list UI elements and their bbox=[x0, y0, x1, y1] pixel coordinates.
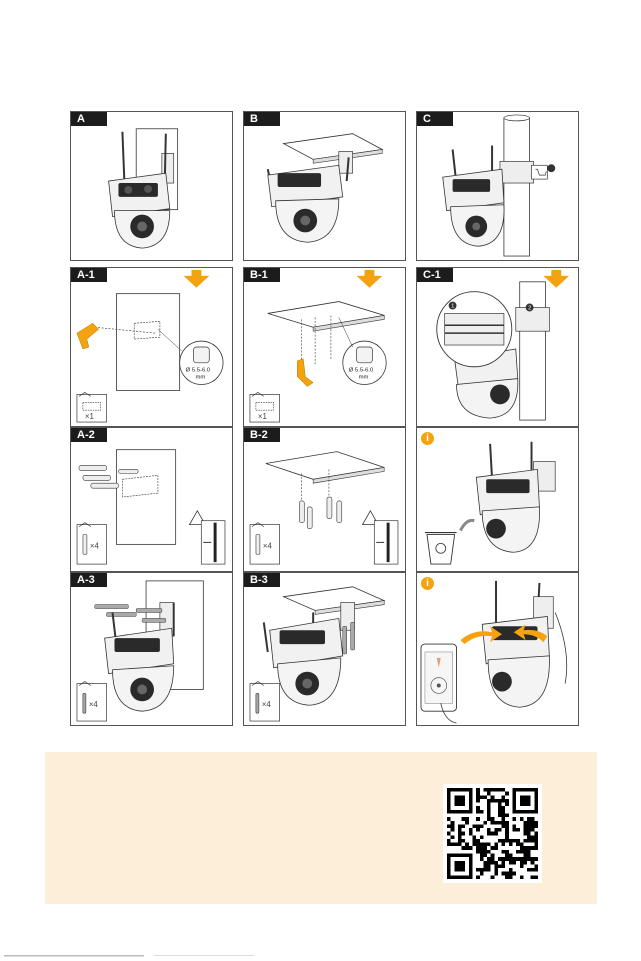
step-c-panel: C bbox=[416, 111, 579, 261]
quantity-text: ×4 bbox=[89, 700, 99, 709]
wall-anchors-illustration: ×4 bbox=[71, 428, 232, 571]
step-label: B-3 bbox=[244, 573, 280, 587]
qr-code[interactable] bbox=[443, 784, 542, 883]
step-label: A-2 bbox=[71, 428, 107, 442]
step-b-panel: B bbox=[243, 111, 406, 261]
app-adjust-illustration bbox=[417, 573, 578, 725]
drill-size-text: Ø 5.5-6.0 bbox=[186, 368, 211, 374]
step-label: A-1 bbox=[71, 268, 107, 282]
ceiling-anchors-illustration: ×4 bbox=[244, 428, 405, 571]
step-b3-panel: B-3 ×4 bbox=[243, 572, 406, 726]
step-label: B-1 bbox=[244, 268, 280, 282]
step-a2-panel: A-2 ×4 bbox=[70, 427, 233, 572]
pole-mount-camera-illustration bbox=[417, 112, 578, 260]
step-b1-panel: B-1 Ø 5.5-6.0 mm ×1 bbox=[243, 267, 406, 427]
down-arrow-icon bbox=[184, 270, 210, 288]
step-a3-panel: A-3 ×4 bbox=[70, 572, 233, 726]
step-label: B-2 bbox=[244, 428, 280, 442]
recycle-illustration bbox=[417, 428, 578, 571]
pole-strap-illustration: 1 2 bbox=[417, 268, 578, 426]
ceiling-mount-camera-illustration bbox=[244, 112, 405, 260]
drill-unit-text: mm bbox=[195, 375, 205, 381]
drill-ceiling-illustration: Ø 5.5-6.0 mm ×1 bbox=[244, 268, 405, 426]
quantity-text: ×4 bbox=[90, 541, 100, 550]
step-c1-panel: C-1 1 2 bbox=[416, 267, 579, 427]
down-arrow-icon bbox=[357, 270, 383, 288]
step-label: C bbox=[417, 112, 453, 126]
info-panel-app-adjust: i bbox=[416, 572, 579, 726]
step-label: A-3 bbox=[71, 573, 107, 587]
step-label: B bbox=[244, 112, 280, 126]
quantity-text: ×4 bbox=[262, 700, 272, 709]
footer-print-marks bbox=[4, 953, 264, 959]
quantity-text: ×4 bbox=[263, 541, 273, 550]
drill-icon bbox=[297, 359, 313, 387]
step-b2-panel: B-2 ×4 bbox=[243, 427, 406, 572]
drill-unit-text: mm bbox=[359, 375, 369, 381]
step-a1-panel: A-1 Ø 5.5-6.0 mm ×1 bbox=[70, 267, 233, 427]
wall-mount-camera-illustration bbox=[71, 112, 232, 260]
quantity-text: ×1 bbox=[85, 412, 94, 421]
info-icon: i bbox=[421, 432, 434, 445]
wall-plug-icon bbox=[299, 497, 341, 529]
marker-2-text: 2 bbox=[528, 305, 531, 311]
info-icon: i bbox=[421, 577, 434, 590]
trash-bin-icon bbox=[427, 535, 455, 565]
step-label: A bbox=[71, 112, 107, 126]
drill-wall-illustration: Ø 5.5-6.0 mm ×1 bbox=[71, 268, 232, 426]
step-a-panel: A bbox=[70, 111, 233, 261]
qr-code-icon bbox=[447, 788, 538, 879]
ceiling-screw-camera-illustration: ×4 bbox=[244, 573, 405, 725]
marker-1-text: 1 bbox=[451, 304, 454, 310]
info-panel-battery-recycle: i bbox=[416, 427, 579, 572]
drill-size-text: Ø 5.5-6.0 bbox=[349, 368, 374, 374]
drill-icon bbox=[77, 323, 99, 349]
wall-screw-camera-illustration: ×4 bbox=[71, 573, 232, 725]
quantity-text: ×1 bbox=[258, 412, 267, 421]
step-label: C-1 bbox=[417, 268, 453, 282]
down-arrow-icon bbox=[543, 270, 569, 288]
